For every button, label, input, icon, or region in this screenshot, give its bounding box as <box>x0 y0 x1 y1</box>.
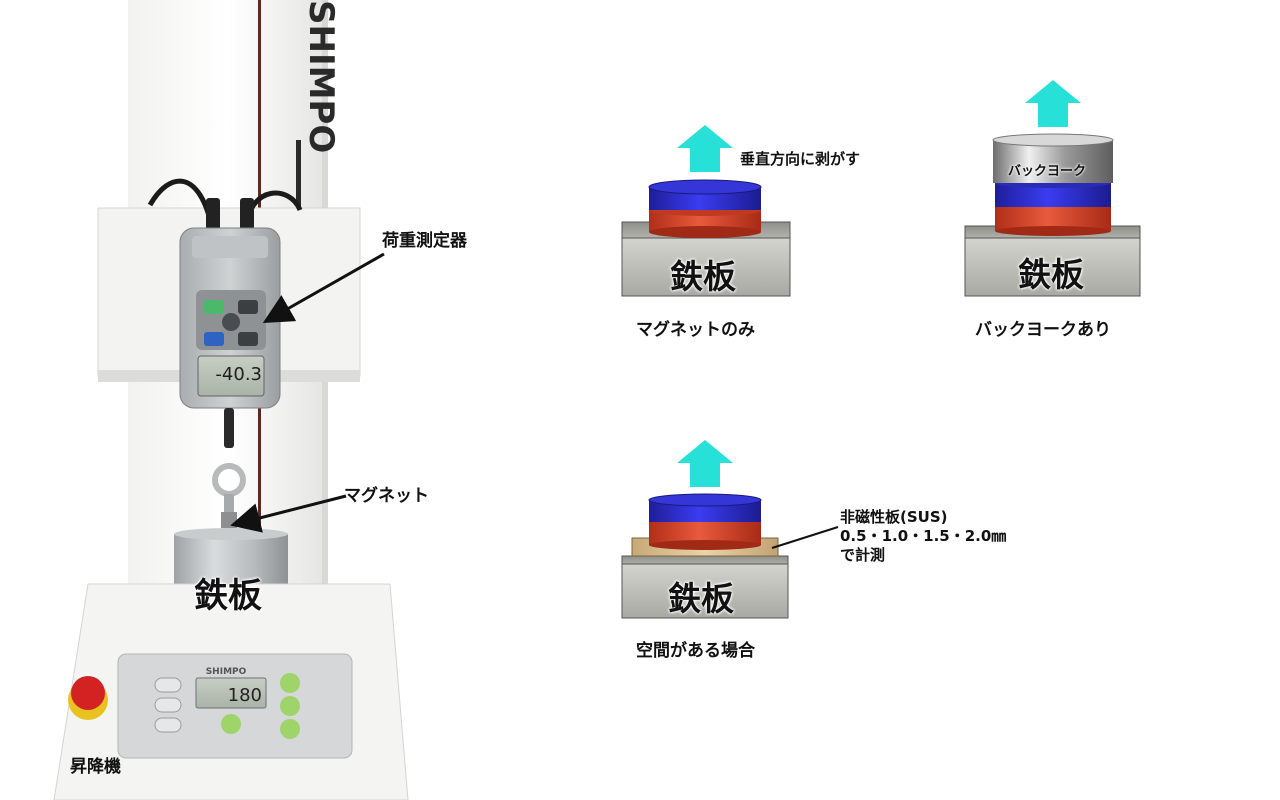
caption-gap: 空間がある場合 <box>636 636 755 661</box>
spacer-annotation: 非磁性板(SUS) 0.5・1.0・1.5・2.0㎜ で計測 <box>840 508 1006 565</box>
iron-plate-label-1: 鉄板 <box>670 250 736 298</box>
peel-arrow-icon <box>677 125 733 172</box>
spacer-label-line3: で計測 <box>840 546 1006 565</box>
caption-back-yoke: バックヨークあり <box>975 315 1111 340</box>
gauge-pointer-arrow <box>268 254 384 320</box>
peel-arrow-icon-2 <box>1025 80 1081 127</box>
photo-pointers <box>0 0 560 800</box>
spacer-pointer-line <box>772 527 838 548</box>
peel-arrow-icon-3 <box>677 440 733 487</box>
spacer-label-line2: 0.5・1.0・1.5・2.0㎜ <box>840 527 1006 546</box>
caption-magnet-only: マグネットのみ <box>636 315 755 340</box>
iron-plate-label-2: 鉄板 <box>1018 248 1084 296</box>
back-yoke-label: バックヨーク <box>1008 160 1086 179</box>
diagrams <box>560 0 1280 800</box>
magnet-pointer-arrow <box>236 496 346 524</box>
peel-direction-label: 垂直方向に剥がす <box>740 148 860 169</box>
iron-plate-label-3: 鉄板 <box>668 572 734 620</box>
spacer-label-line1: 非磁性板(SUS) <box>840 508 1006 527</box>
